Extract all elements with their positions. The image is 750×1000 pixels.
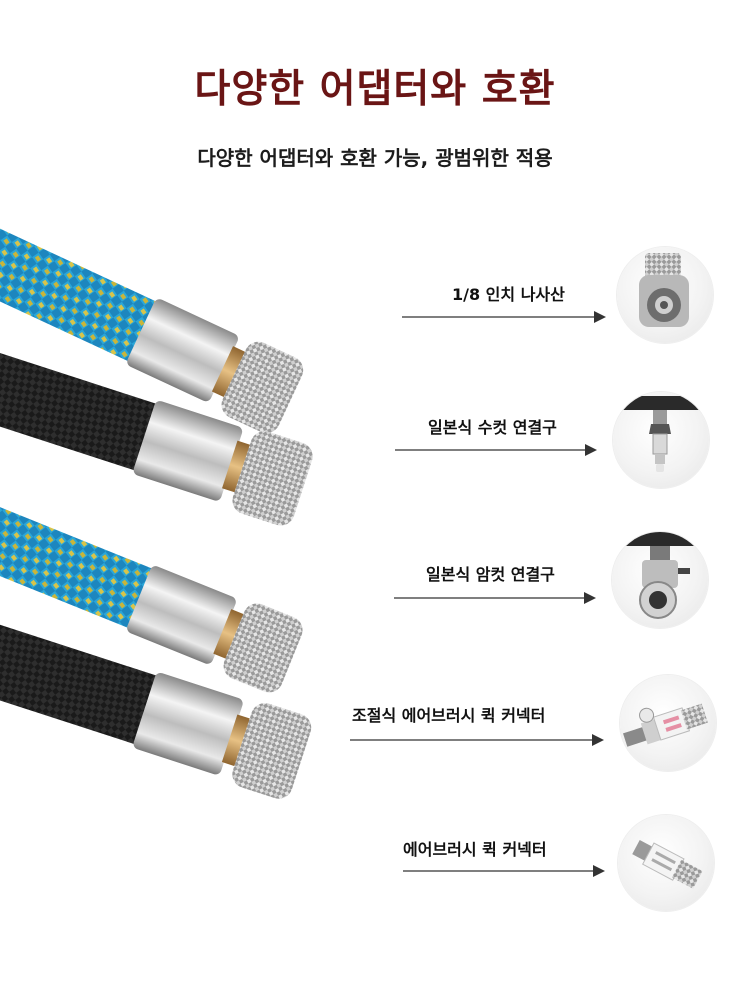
arrow-right-icon [350,734,604,746]
adapter-label: 1/8 인치 나사산 [452,285,565,304]
arrow-right-icon [395,444,597,456]
adapter-label: 일본식 수컷 연결구 [428,418,557,437]
black-hose-top [0,340,313,526]
male-coupler-icon [613,392,709,488]
blue-hose-bottom [0,495,303,693]
arrow-right-icon [394,592,596,604]
hose-product-image [0,210,313,799]
adjustable-quick-connector-icon [620,675,716,771]
adapter-label: 일본식 암컷 연결구 [426,565,555,584]
adapter-label: 조절식 에어브러시 퀵 커넥터 [352,706,546,725]
female-coupler-icon [612,532,708,628]
quick-connector-icon [618,815,714,911]
black-hose-bottom [0,615,312,799]
page-title: 다양한 어댑터와 호환 [194,67,556,112]
arrow-right-icon [403,865,605,877]
blue-hose-top [0,210,304,434]
adapter-label: 에어브러시 퀵 커넥터 [403,840,547,859]
threaded-nut-icon [617,247,713,343]
arrow-right-icon [402,311,606,323]
page-subtitle: 다양한 어댑터와 호환 가능, 광범위한 적용 [197,146,553,170]
